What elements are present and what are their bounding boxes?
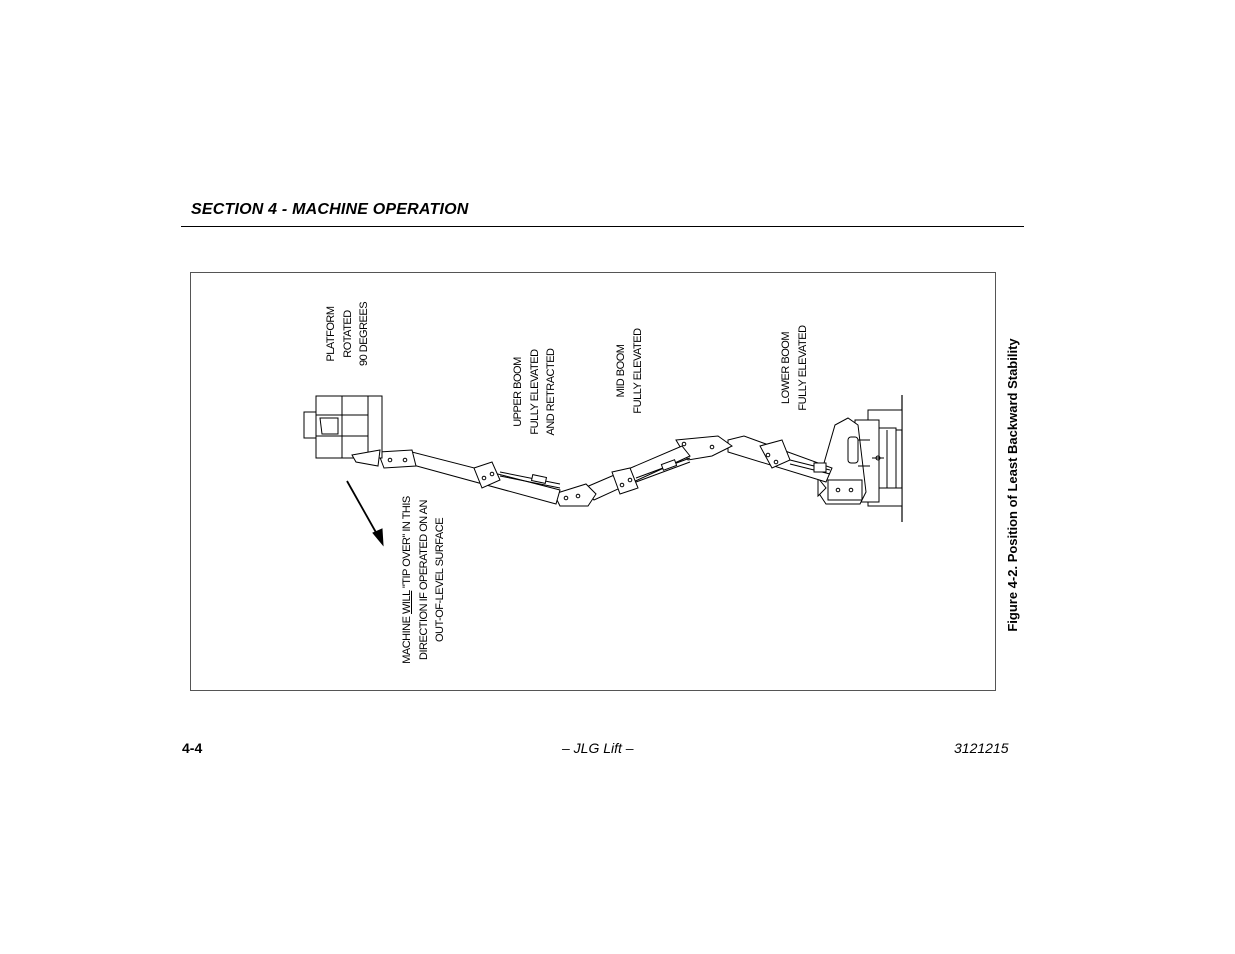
upper-boom-label: UPPER BOOM FULLY ELEVATED AND RETRACTED — [512, 348, 557, 436]
chassis-drawing — [817, 395, 903, 522]
section-title: SECTION 4 - MACHINE OPERATION — [191, 201, 469, 218]
upper-boom-drawing — [377, 449, 597, 507]
lower-boom-drawing — [727, 435, 833, 483]
lower-boom-label: LOWER BOOM FULLY ELEVATED — [780, 325, 809, 411]
mid-boom-label: MID BOOM FULLY ELEVATED — [615, 328, 644, 414]
header-divider — [181, 226, 1024, 227]
platform-drawing — [303, 395, 383, 467]
figure-frame — [190, 272, 996, 691]
mid-boom-drawing — [583, 435, 733, 501]
tip-over-warning-label: MACHINE WILL "TIP OVER" IN THIS DIRECTIO… — [401, 496, 446, 664]
platform-label: PLATFORM ROTATED 90 DEGREES — [325, 301, 370, 367]
document-number: 3121215 — [954, 740, 1009, 756]
footer-brand: – JLG Lift – — [562, 740, 634, 756]
figure-caption: Figure 4-2. Position of Least Backward S… — [1005, 338, 1020, 632]
tip-over-arrow — [346, 480, 384, 547]
page-number: 4-4 — [182, 740, 203, 756]
